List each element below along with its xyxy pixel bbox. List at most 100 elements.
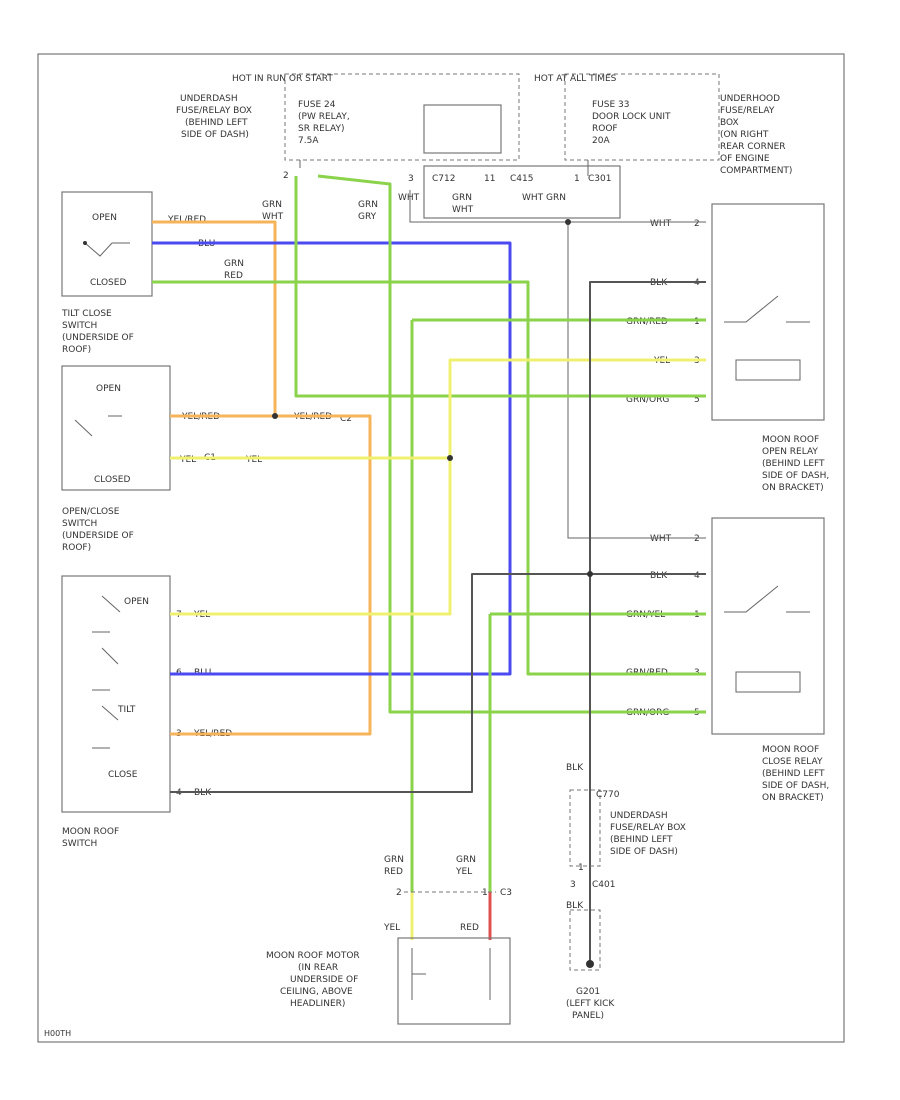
motor-wire-left-0: GRN [384,855,404,865]
open-relay-label-4: GRN/ORG [626,395,669,405]
ground-section: BLK C770 1 3 C401 BLK UNDERDASH FUSE/REL… [566,763,686,1021]
moon-roof-switch: OPEN TILT CLOSE MOON ROOF SWITCH YEL BLU… [61,575,232,849]
motor-name-1: (IN REAR [298,963,338,973]
close-relay-name-2: (BEHIND LEFT [762,769,825,779]
tilt-switch-contact [84,242,130,257]
wire-wht-vertical [567,222,706,539]
pin-11: 11 [484,174,495,184]
open-relay-coil [735,359,801,381]
wht-label: WHT [398,193,420,203]
footer-code: H00TH [44,1029,71,1038]
underhood-fuse-label-3: (ON RIGHT [720,130,769,140]
ground-pin-a: 1 [578,863,584,873]
ground-fuse-dashed [569,789,601,867]
motor-pin-right: 1 [482,888,488,898]
junction-dot [565,219,571,225]
motor-red: RED [460,923,479,933]
open-relay-pin-4: 5 [694,395,700,405]
wire-green-motor-right [488,612,706,892]
underhood-fuse-label-6: COMPARTMENT) [720,166,792,176]
close-relay-coil [735,671,801,693]
connector-row-box [423,165,621,219]
tilt-switch-name-3: ROOF) [62,345,91,355]
motor-symbol [411,948,491,1000]
tilt-switch-name-2: (UNDERSIDE OF [62,333,134,343]
open-switch-name-3: ROOF) [62,543,91,553]
top-power-section: HOT IN RUN OR START HOT AT ALL TIMES UND… [176,73,792,222]
underdash-fuse-label-0: UNDERDASH [180,94,238,104]
open-relay-box [711,203,825,421]
motor-conn: C3 [500,888,512,898]
motor-box [397,937,511,1025]
motor-wire-right-1: YEL [455,867,472,877]
tilt-switch-closed: CLOSED [90,278,126,288]
moon-switch-contacts [92,595,121,749]
fuse-33-item-1: DOOR LOCK UNIT [592,112,671,122]
tilt-grnred-0: GRN [224,259,244,269]
open-relay-name-3: SIDE OF DASH, [762,471,829,481]
open-switch-name-1: SWITCH [62,519,97,529]
tilt-switch-name-0: TILT CLOSE [61,309,112,319]
wire-black-close [170,573,706,793]
underhood-fuse-label-0: UNDERHOOD [720,94,780,104]
fuse-33-item-2: ROOF [592,124,618,134]
moon-switch-close: CLOSE [108,770,138,780]
ground-c770: C770 [596,790,620,800]
ground-fuse-name-2: (BEHIND LEFT [610,835,673,845]
open-switch-contact [74,415,122,437]
tilt-close-switch: OPEN CLOSED TILT CLOSE SWITCH (UNDERSIDE… [61,191,284,355]
underhood-fuse-box-dashed [564,73,720,161]
fuse-24-item-1: (PW RELAY, [298,112,350,122]
ground-c401: C401 [592,880,615,890]
motor-name-3: CEILING, ABOVE [280,987,353,997]
open-relay-contact [724,295,810,323]
fuse-33-item-3: 20A [592,136,610,146]
moon-switch-tilt: TILT [117,705,136,715]
wire-green-top [294,176,706,398]
motor-name-0: MOON ROOF MOTOR [266,951,360,961]
fuse-24-box [423,104,502,154]
tilt-wire-yelred: YEL/RED [167,215,206,225]
open-relay-pin-0: 2 [694,219,700,229]
underdash-fuse-label-2: (BEHIND LEFT [185,118,248,128]
underdash-fuse-label-1: FUSE/RELAY BOX [176,106,252,116]
ground-fuse-name-0: UNDERDASH [610,811,668,821]
wire-orange-open [170,414,372,736]
grn-gry-label-1: GRY [358,212,377,222]
wire-black-relays [589,281,706,964]
ground-blk2: BLK [566,901,584,911]
ground-blk: BLK [566,763,584,773]
open-relay-name-1: OPEN RELAY [762,447,818,457]
grn-wht-label-1: WHT [452,205,474,215]
hot-at-all-times-label: HOT AT ALL TIMES [534,74,617,84]
open-relay-pin-2: 1 [694,317,700,327]
open-wire-label-3: YEL [245,455,262,465]
tilt-switch-name-1: SWITCH [62,321,97,331]
open-switch-open: OPEN [96,384,121,394]
ground-fuse-name-3: SIDE OF DASH) [610,847,678,857]
underdash-fuse-box-dashed [284,73,520,161]
motor-wire-left-1: RED [384,867,403,877]
underhood-fuse-label-1: FUSE/RELAY [720,106,775,116]
ground-g201-dashed [569,909,601,971]
open-relay-name-0: MOON ROOF [762,435,819,445]
tilt-switch-open: OPEN [92,213,117,223]
tilt-grnwht-0: GRN [262,200,282,210]
ground-g201-desc-1: PANEL) [572,1011,604,1021]
wire-blue [152,241,512,676]
ground-g201-dot [586,960,594,968]
open-wire-label-2: YEL [179,455,196,465]
ground-g201-desc-0: (LEFT KICK [566,999,615,1009]
moon-switch-name-1: SWITCH [62,839,97,849]
close-relay-box [711,517,825,735]
underdash-fuse-label-3: SIDE OF DASH) [181,130,249,140]
fuse-24-item-3: 7.5A [298,136,319,146]
underhood-fuse-label-2: BOX [720,118,739,128]
ground-fuse-name-1: FUSE/RELAY BOX [610,823,686,833]
wire-harness [152,160,706,964]
wire-yellow-moon [170,358,706,616]
moon-switch-box [61,575,171,813]
wire-green-motor-left [410,318,706,892]
close-relay-label-1: BLK [650,571,668,581]
fuse-24-item-2: SR RELAY) [298,124,344,134]
